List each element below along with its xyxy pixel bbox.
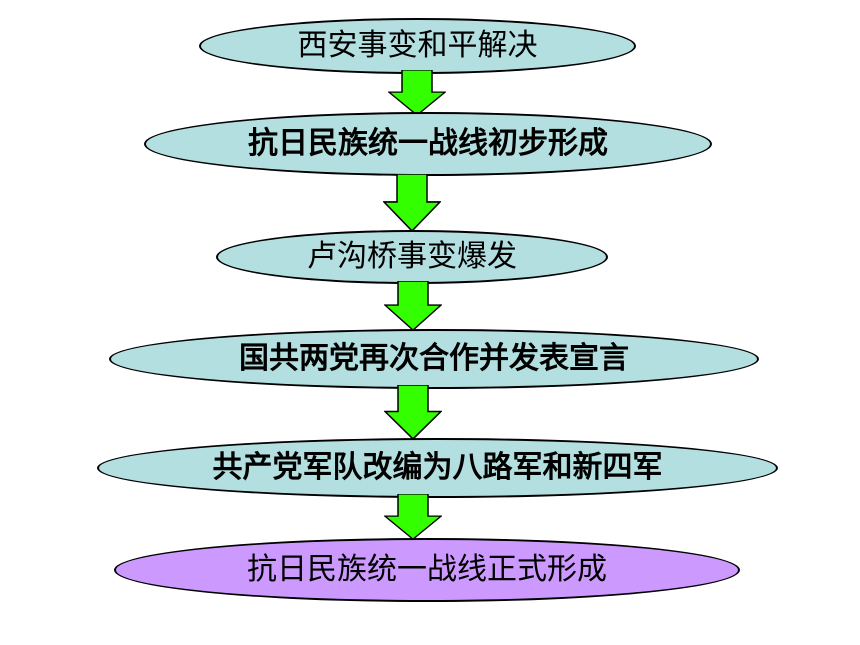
step-xian-incident-resolved: 西安事变和平解决: [199, 18, 636, 74]
down-arrow-icon: [383, 174, 441, 232]
down-arrow-icon: [384, 494, 442, 540]
step-label: 国共两党再次合作并发表宣言: [239, 341, 629, 376]
step-marco-polo-bridge-incident: 卢沟桥事变爆发: [216, 230, 608, 284]
step-united-front-formally-formed: 抗日民族统一战线正式形成: [114, 538, 740, 602]
step-label: 抗日民族统一战线正式形成: [247, 552, 607, 587]
step-second-kmt-cpc-cooperation: 国共两党再次合作并发表宣言: [109, 329, 759, 389]
step-army-reorganization: 共产党军队改编为八路军和新四军: [97, 438, 778, 498]
step-label: 西安事变和平解决: [297, 28, 538, 63]
down-arrow-icon: [388, 70, 446, 116]
down-arrow-icon: [384, 385, 442, 440]
step-label: 卢沟桥事变爆发: [307, 239, 517, 274]
step-label: 共产党军队改编为八路军和新四军: [212, 450, 663, 485]
down-arrow-icon: [384, 281, 442, 331]
step-united-front-initially-formed: 抗日民族统一战线初步形成: [144, 112, 712, 176]
step-label: 抗日民族统一战线初步形成: [248, 126, 608, 161]
